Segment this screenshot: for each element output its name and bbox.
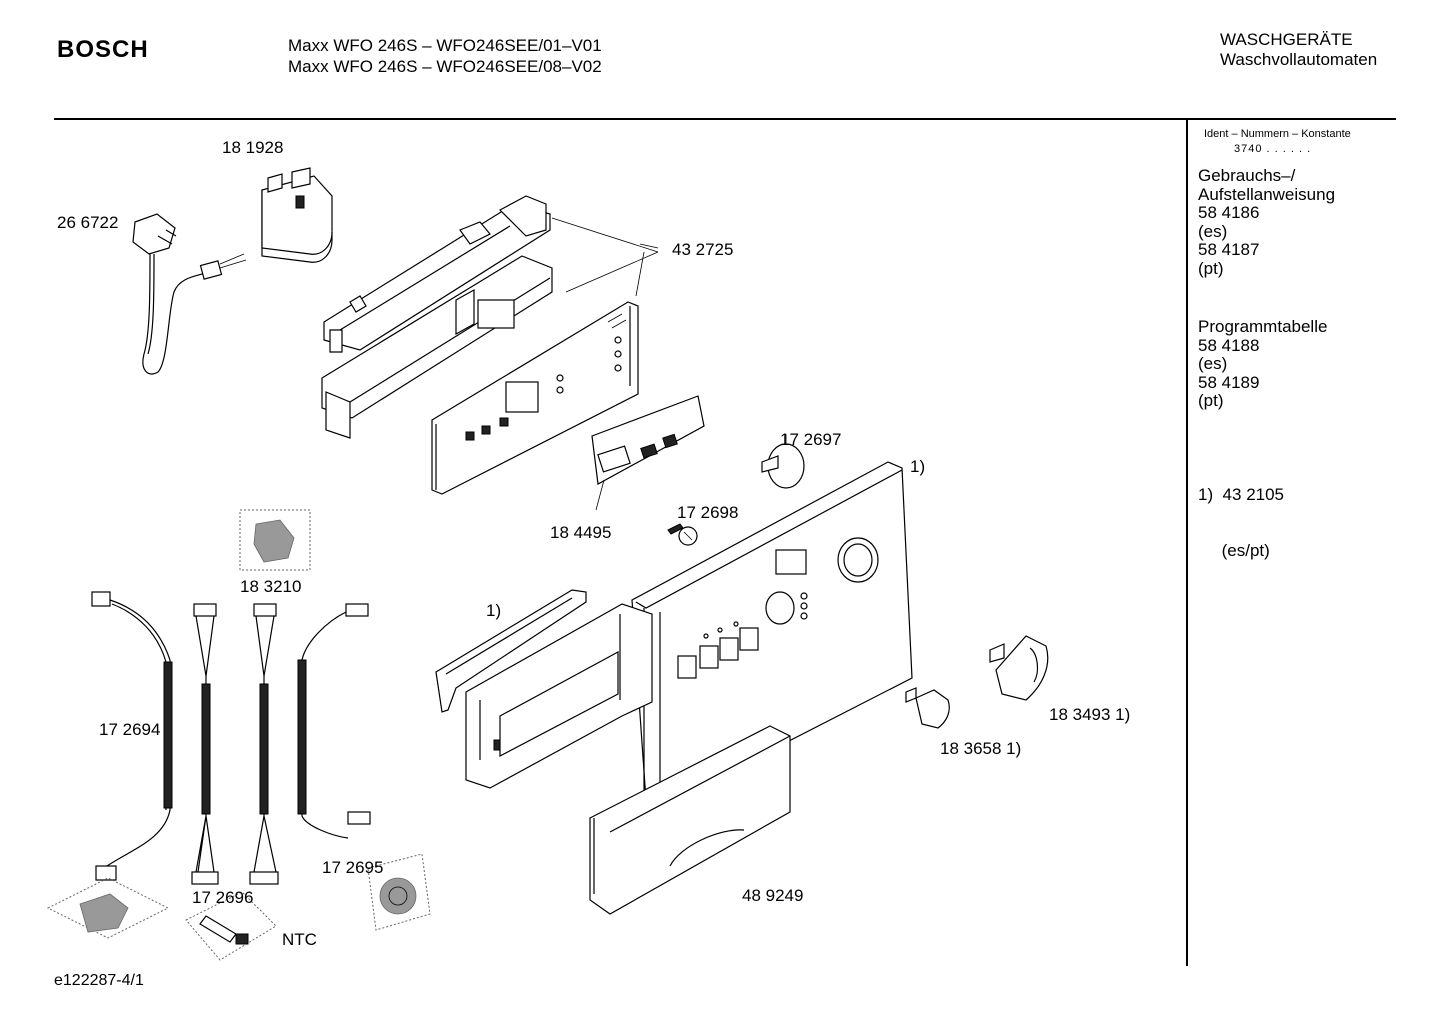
footnote-marker: 1) <box>486 601 502 620</box>
part-label: NTC <box>282 930 317 949</box>
category-line-1: WASCHGERÄTE <box>1220 30 1353 49</box>
doc-line: 58 4186 <box>1198 203 1260 222</box>
cable-harness-172694 <box>91 591 173 881</box>
selector-knob-large-part <box>989 635 1049 701</box>
doc-line: Aufstellanweisung <box>1198 184 1336 204</box>
screw-part <box>667 523 698 546</box>
power-cord-part <box>132 213 247 375</box>
sidebar-divider <box>1186 118 1188 966</box>
doc-line: (es/pt) <box>1198 540 1270 560</box>
interference-filter-part <box>261 167 333 263</box>
doc-line: (pt) <box>1198 391 1224 410</box>
ident-title: Ident – Nummern – Konstante <box>1204 128 1351 140</box>
doc-section-footnote: 1) 43 2105 (es/pt) <box>1198 449 1284 579</box>
drawer-gasket-part <box>435 589 587 713</box>
part-label: 18 3658 1) <box>940 739 1022 758</box>
drawer-frame-part <box>465 603 653 789</box>
part-label: 17 2698 <box>677 503 739 522</box>
part-label: 48 9249 <box>742 886 804 905</box>
part-label: 18 1928 <box>222 138 284 157</box>
doc-line: Gebrauchs–/ <box>1198 166 1296 185</box>
selector-knob-small-part <box>905 687 950 729</box>
control-module-upper-part <box>323 195 659 353</box>
cable-harness-172696-a <box>191 603 219 885</box>
control-module-frame-part <box>321 251 659 439</box>
exploded-parts-diagram <box>46 167 1049 961</box>
reference-part-pump <box>46 877 170 939</box>
footnote-marker: 1) <box>910 457 926 476</box>
display-board-part <box>591 395 705 511</box>
doc-section-instructions: Gebrauchs–/ Aufstellanweisung 58 4186 (e… <box>1198 166 1336 278</box>
doc-line: (es) <box>1198 221 1228 241</box>
doc-line: 58 4187 <box>1198 240 1260 259</box>
doc-line: (pt) <box>1198 258 1224 278</box>
circuit-board-part <box>431 251 645 495</box>
doc-line: 58 4188 <box>1198 335 1260 355</box>
model-line-2: Maxx WFO 246S – WFO246SEE/08–V02 <box>288 57 602 76</box>
part-label: 18 3210 <box>240 577 302 596</box>
part-label: 18 4495 <box>550 523 612 542</box>
part-label: 18 3493 1) <box>1049 705 1131 724</box>
part-label: 43 2725 <box>672 240 734 259</box>
part-label: 17 2695 <box>322 858 384 877</box>
part-label: 17 2697 <box>780 430 842 449</box>
control-panel-part <box>631 461 913 809</box>
ident-value: 3740 . . . . . . <box>1234 143 1312 155</box>
header-divider <box>54 118 1396 120</box>
doc-line: Programmtabelle <box>1198 317 1328 336</box>
part-label: 17 2694 <box>99 720 161 739</box>
doc-line: 1) 43 2105 <box>1198 485 1285 504</box>
doc-line: 58 4189 <box>1198 372 1260 392</box>
model-line-1: Maxx WFO 246S – WFO246SEE/01–V01 <box>288 36 602 55</box>
program-knob-part <box>761 434 805 489</box>
reference-part-motor <box>367 853 431 931</box>
part-label: 17 2696 <box>192 888 254 907</box>
part-label: 26 6722 <box>57 213 119 232</box>
doc-line: (es) <box>1198 354 1228 373</box>
drawing-code: e122287-4/1 <box>54 972 144 989</box>
category-line-2: Waschvollautomaten <box>1220 50 1378 69</box>
cable-harness-172696-b <box>249 603 279 885</box>
reference-part-183210 <box>239 509 311 571</box>
doc-section-program-table: Programmtabelle 58 4188 (es) 58 4189 (pt… <box>1198 317 1328 411</box>
reference-part-ntc <box>185 891 277 961</box>
cable-harness-172695 <box>297 603 371 839</box>
drawer-cover-part <box>589 725 791 915</box>
brand-logo: BOSCH <box>57 36 149 63</box>
